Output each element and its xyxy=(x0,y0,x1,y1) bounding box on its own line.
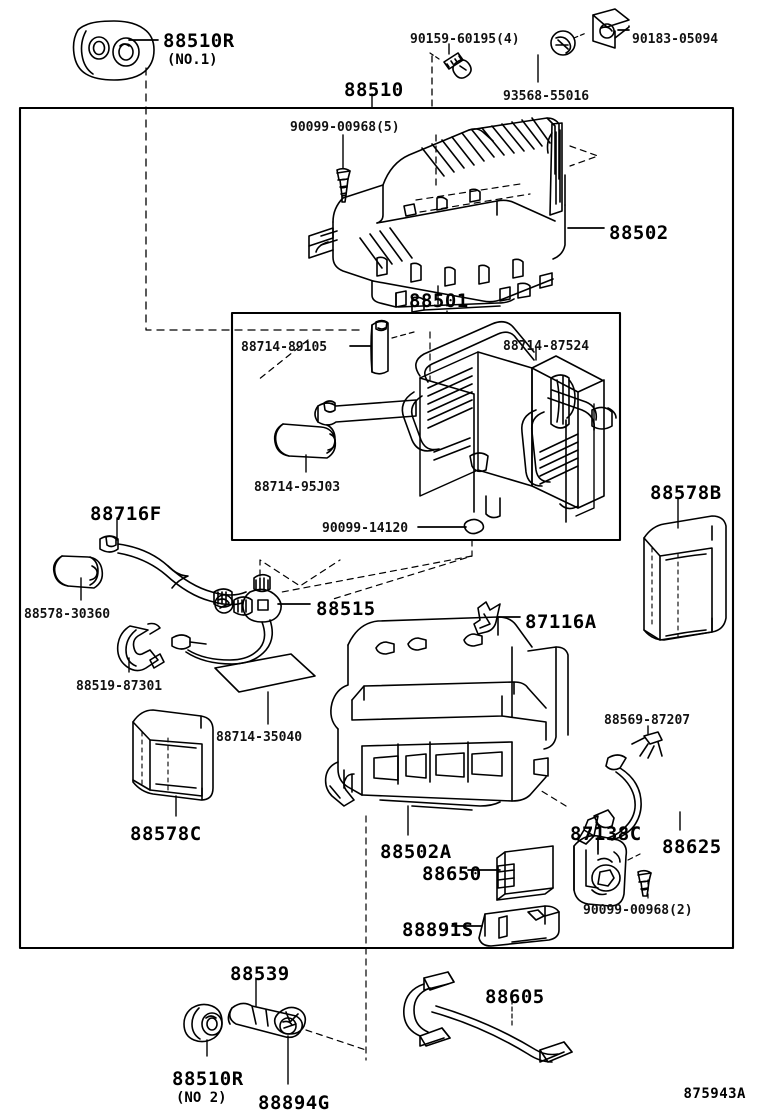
part-label-note: (NO 2) xyxy=(176,1090,227,1106)
part-88578-30360 xyxy=(52,555,104,589)
part-label-90099-14120: 90099-14120 xyxy=(322,521,409,536)
part-label-93568-55016: 93568-55016 xyxy=(503,89,590,104)
part-label-87138c: 87138C xyxy=(570,823,642,845)
part-87116a xyxy=(473,601,501,635)
part-88515 xyxy=(171,573,282,665)
part-label-88501: 88501 xyxy=(409,290,469,312)
part-90159-60195 xyxy=(429,52,472,79)
part-88510r-no1 xyxy=(72,20,155,81)
part-label-88578b: 88578B xyxy=(650,482,722,504)
part-label-88894g: 88894G xyxy=(258,1092,330,1112)
part-88501-88502-upper-case xyxy=(308,117,599,313)
part-88502a-lower-case xyxy=(324,616,569,811)
part-88650 xyxy=(496,845,554,901)
part-93568-55016 xyxy=(550,30,587,56)
part-label-88510: 88510 xyxy=(344,79,404,101)
part-90099-00968-2 xyxy=(637,869,652,897)
part-label-87116a: 87116A xyxy=(525,611,597,633)
part-label-88605: 88605 xyxy=(485,986,545,1008)
part-label-88502: 88502 xyxy=(609,222,669,244)
part-label-88515: 88515 xyxy=(316,598,376,620)
part-88714-89105 xyxy=(370,319,389,375)
part-label-88714-87524: 88714-87524 xyxy=(503,339,590,354)
part-label-88714-89105: 88714-89105 xyxy=(241,340,328,355)
construction-inset-down xyxy=(329,539,473,601)
part-label-88625: 88625 xyxy=(662,836,722,858)
construction-88894g xyxy=(305,1029,367,1051)
construction-88515 xyxy=(259,559,341,587)
part-label-88510r: 88510R xyxy=(163,30,235,52)
part-label-88519-87301: 88519-87301 xyxy=(76,679,163,694)
part-label-90159-60195-4: 90159-60195(4) xyxy=(410,32,520,47)
part-label-88578-30360: 88578-30360 xyxy=(24,607,111,622)
part-label-88716f: 88716F xyxy=(90,503,162,525)
construction-87138c xyxy=(539,789,567,807)
construction-line-88510r-1 xyxy=(145,67,361,331)
part-88714-95j03 xyxy=(273,423,337,459)
part-label-88714-35040: 88714-35040 xyxy=(216,730,303,745)
part-88510r-no2 xyxy=(183,1003,223,1043)
part-88578b xyxy=(643,515,727,641)
part-label-88650: 88650 xyxy=(422,863,482,885)
part-88891s xyxy=(478,905,560,947)
part-88714-35040 xyxy=(214,653,316,693)
part-88519-87301 xyxy=(116,622,165,672)
part-label-88510r: 88510R xyxy=(172,1068,244,1090)
part-label-88578c: 88578C xyxy=(130,823,202,845)
construction-inset-down2 xyxy=(281,555,473,593)
part-label-note: (NO.1) xyxy=(167,52,218,68)
part-88569-87207 xyxy=(631,731,663,759)
part-label-88714-95j03: 88714-95J03 xyxy=(254,480,341,495)
part-88716f xyxy=(52,535,247,608)
part-label-88502a: 88502A xyxy=(380,841,452,863)
part-88714-87524 xyxy=(550,374,576,429)
part-88539 xyxy=(227,1002,304,1039)
part-88578c xyxy=(132,709,214,801)
part-label-90099-00968-5: 90099-00968(5) xyxy=(290,120,400,135)
part-label-88891s: 88891S xyxy=(402,919,474,941)
part-90099-00968-5 xyxy=(336,167,351,203)
part-label-88539: 88539 xyxy=(230,963,290,985)
part-87138c xyxy=(573,834,628,907)
part-label-90183-05094: 90183-05094 xyxy=(632,32,719,47)
part-label-90099-00968-2: 90099-00968(2) xyxy=(583,903,693,918)
part-88894g xyxy=(273,1006,307,1035)
diagram-id: 875943A xyxy=(683,1086,746,1102)
part-90183-05094 xyxy=(592,8,630,49)
part-label-88569-87207: 88569-87207 xyxy=(604,713,691,728)
